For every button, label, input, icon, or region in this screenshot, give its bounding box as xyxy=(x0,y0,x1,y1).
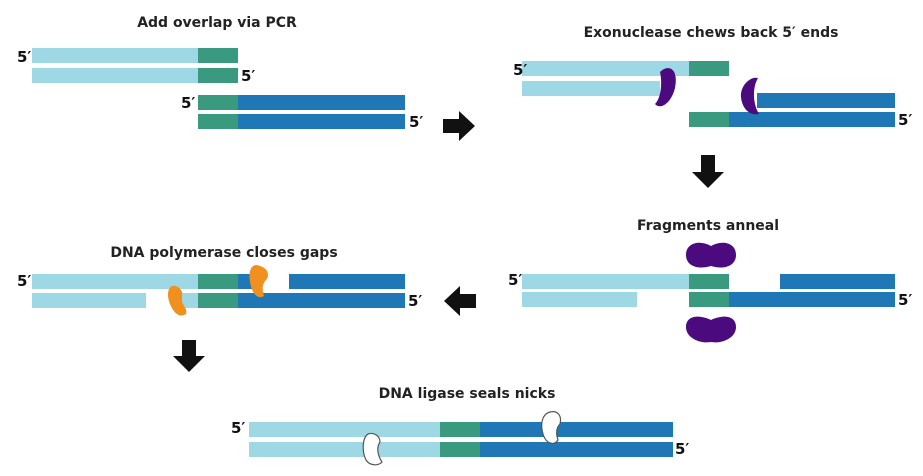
overlap-segment xyxy=(689,61,729,76)
strand-segment-dark-blue xyxy=(729,292,895,307)
five-prime-label: 5′ xyxy=(675,440,689,458)
strand-segment-dark-blue xyxy=(757,93,895,108)
step-pcr: Add overlap via PCR 5′ 5′ 5′ 5′ xyxy=(17,15,423,131)
overlap-segment xyxy=(198,274,238,289)
polymerase-icon xyxy=(168,285,187,316)
arrow-left-icon xyxy=(444,286,476,316)
step-title-ligase: DNA ligase seals nicks xyxy=(379,386,556,402)
step-title-polymerase: DNA polymerase closes gaps xyxy=(110,245,337,261)
strand-segment-dark-blue xyxy=(780,274,895,289)
overlap-segment xyxy=(198,68,238,83)
overlap-segment xyxy=(689,274,729,289)
five-prime-label: 5′ xyxy=(508,271,522,289)
overlap-segment xyxy=(440,422,480,437)
overlap-segment xyxy=(689,292,729,307)
step-polymerase: DNA polymerase closes gaps 5′ 5′ xyxy=(17,245,422,316)
overlap-segment xyxy=(440,442,480,457)
strand-segment-light-blue xyxy=(522,274,689,289)
strand-segment-light-blue xyxy=(32,68,198,83)
step-title-pcr: Add overlap via PCR xyxy=(137,15,297,31)
step-title-anneal: Fragments anneal xyxy=(637,218,779,234)
strand-segment-dark-blue xyxy=(480,422,673,437)
step-anneal: Fragments anneal 5′ 5′ xyxy=(508,218,912,343)
strand-segment-light-blue xyxy=(32,48,198,63)
exonuclease-icon xyxy=(740,77,759,115)
five-prime-label: 5′ xyxy=(17,48,31,66)
strand-segment-light-blue xyxy=(249,442,440,457)
five-prime-label: 5′ xyxy=(408,292,422,310)
strand-segment-light-blue xyxy=(32,293,146,308)
arrow-down-icon xyxy=(173,340,205,372)
polymerase-icon xyxy=(249,264,268,298)
step-ligase: DNA ligase seals nicks 5′ 5′ xyxy=(231,386,689,466)
five-prime-label: 5′ xyxy=(409,113,423,131)
strand-segment-dark-blue xyxy=(238,293,405,308)
overlap-segment xyxy=(198,293,238,308)
five-prime-label: 5′ xyxy=(181,94,195,112)
strand-segment-dark-blue xyxy=(238,114,405,129)
strand-segment-light-blue xyxy=(32,274,198,289)
strand-segment-dark-blue xyxy=(480,442,673,457)
ligase-icon xyxy=(362,432,383,466)
five-prime-label: 5′ xyxy=(241,67,255,85)
strand-segment-dark-blue xyxy=(238,95,405,110)
five-prime-label: 5′ xyxy=(513,61,527,79)
strand-segment-light-blue xyxy=(522,61,689,76)
step-title-exonuclease: Exonuclease chews back 5′ ends xyxy=(584,25,839,41)
five-prime-label: 5′ xyxy=(231,419,245,437)
step-exonuclease: Exonuclease chews back 5′ ends 5′ 5′ xyxy=(513,25,912,129)
five-prime-label: 5′ xyxy=(898,111,912,129)
arrow-down-icon xyxy=(692,155,724,188)
ligase-icon xyxy=(541,411,562,444)
exonuclease-icon xyxy=(686,242,736,268)
overlap-segment xyxy=(198,95,238,110)
overlap-segment xyxy=(198,114,238,129)
flow-arrows xyxy=(173,111,724,372)
five-prime-label: 5′ xyxy=(898,291,912,309)
strand-segment-light-blue xyxy=(249,422,440,437)
overlap-segment xyxy=(689,112,729,127)
strand-segment-light-blue xyxy=(522,292,637,307)
five-prime-label: 5′ xyxy=(17,272,31,290)
arrow-right-icon xyxy=(443,111,475,141)
strand-segment-light-blue xyxy=(522,81,660,96)
overlap-segment xyxy=(198,48,238,63)
strand-segment-dark-blue xyxy=(289,274,405,289)
strand-segment-dark-blue xyxy=(729,112,895,127)
exonuclease-icon xyxy=(686,316,736,343)
exonuclease-icon xyxy=(655,68,676,107)
